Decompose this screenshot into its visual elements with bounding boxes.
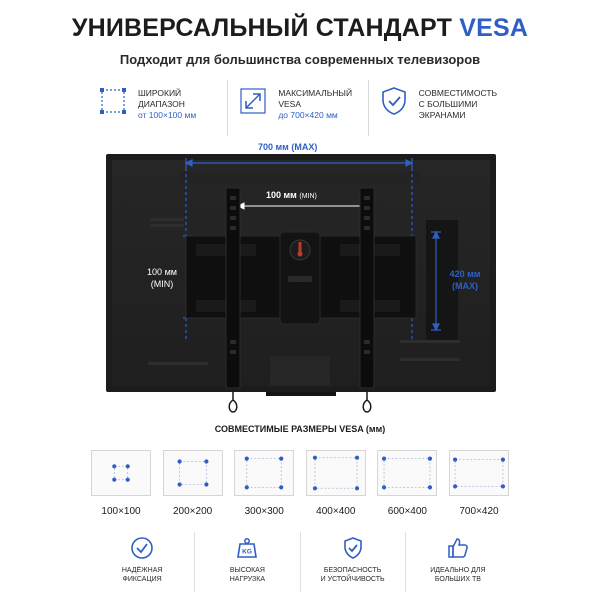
benefit-safety: БЕЗОПАСНОСТЬ И УСТОЙЧИВОСТЬ <box>299 532 405 592</box>
feature-line: МАКСИМАЛЬНЫЙ <box>278 88 353 98</box>
benefit-line: НАДЁЖНАЯ <box>121 567 163 574</box>
benefit-line: НАГРУЗКА <box>229 576 266 583</box>
dimension-height-max: 420 мм (MAX) <box>440 268 490 292</box>
width-min-note: (MIN) <box>299 193 317 200</box>
hole-pattern-icon <box>91 450 151 496</box>
feature-max-vesa: МАКСИМАЛЬНЫЙ VESA до 700×420 мм <box>227 80 367 136</box>
dotted-square-icon <box>100 88 126 114</box>
benefit-text: ВЫСОКАЯ НАГРУЗКА <box>230 566 265 584</box>
check-circle-icon <box>131 537 153 559</box>
thumbs-up-icon <box>448 538 468 558</box>
benefit-line: БОЛЬШИХ ТВ <box>434 576 481 583</box>
feature-line: ШИРОКИЙ <box>138 88 182 98</box>
expand-arrows-icon <box>240 88 266 114</box>
dimension-width-max: 700 мм (MAX) <box>258 142 318 152</box>
size-card: 600×400 <box>376 450 438 517</box>
benefit-text: БЕЗОПАСНОСТЬ И УСТОЙЧИВОСТЬ <box>321 566 385 584</box>
benefit-reliable-fix: НАДЁЖНАЯ ФИКСАЦИЯ <box>90 532 194 592</box>
benefit-large-tv: ИДЕАЛЬНО ДЛЯ БОЛЬШИХ ТВ <box>404 532 510 592</box>
feature-line: от 100×100 мм <box>138 110 197 120</box>
feature-text: СОВМЕСТИМОСТЬ С БОЛЬШИМИ ЭКРАНАМИ <box>419 80 497 121</box>
benefit-text: НАДЁЖНАЯ ФИКСАЦИЯ <box>122 566 163 584</box>
feature-text: ШИРОКИЙ ДИАПАЗОН от 100×100 мм <box>138 80 196 121</box>
hole-pattern-icon <box>162 450 223 496</box>
benefit-line: ФИКСАЦИЯ <box>122 576 162 583</box>
height-min-note: (MIN) <box>150 279 174 289</box>
features-row: ШИРОКИЙ ДИАПАЗОН от 100×100 мм МАКСИМАЛЬ… <box>88 80 508 136</box>
benefits-row: НАДЁЖНАЯ ФИКСАЦИЯ KG ВЫСОКАЯ НАГРУЗКА БЕ… <box>90 532 510 592</box>
height-max-value: 420 мм <box>449 269 481 279</box>
size-card: 300×300 <box>233 450 295 517</box>
weight-kg-icon: KG <box>237 538 258 558</box>
size-label: 400×400 <box>316 506 356 517</box>
hole-pattern-icon <box>305 450 366 496</box>
compatible-sizes-title: СОВМЕСТИМЫЕ РАЗМЕРЫ VESA (мм) <box>214 424 386 434</box>
size-card: 400×400 <box>305 450 367 517</box>
benefit-high-load: KG ВЫСОКАЯ НАГРУЗКА <box>194 532 299 592</box>
shield-check-icon <box>381 87 406 115</box>
hole-pattern-icon <box>234 450 295 496</box>
feature-line: до 700×420 мм <box>278 110 338 120</box>
size-card: 700×420 <box>448 450 510 517</box>
hole-pattern-icon <box>377 450 438 496</box>
feature-line: С БОЛЬШИМИ <box>418 99 478 109</box>
dimension-height-min: 100 мм (MIN) <box>142 266 182 290</box>
height-max-note: (MAX) <box>452 281 478 291</box>
page-subtitle: Подходит для большинства современных тел… <box>119 52 481 67</box>
size-label: 200×200 <box>172 506 213 517</box>
compatible-sizes-row: 100×100 200×200 300×300 400×400 600× <box>90 450 510 517</box>
size-card: 200×200 <box>162 450 224 517</box>
size-card: 100×100 <box>90 450 152 517</box>
feature-text: МАКСИМАЛЬНЫЙ VESA до 700×420 мм <box>278 80 352 121</box>
feature-compatibility: СОВМЕСТИМОСТЬ С БОЛЬШИМИ ЭКРАНАМИ <box>367 80 508 136</box>
title-main: УНИВЕРСАЛЬНЫЙ СТАНДАРТ <box>71 14 460 42</box>
width-min-value: 100 мм <box>266 190 297 200</box>
tv-stand <box>266 392 336 396</box>
dimension-width-min: 100 мм (MIN) <box>266 190 317 200</box>
size-label: 300×300 <box>244 506 284 517</box>
benefit-line: ВЫСОКАЯ <box>229 567 265 574</box>
tv-back-panel <box>106 154 496 392</box>
size-label: 600×400 <box>387 506 427 517</box>
feature-line: VESA <box>278 99 302 109</box>
benefit-line: ИДЕАЛЬНО ДЛЯ <box>430 567 486 574</box>
benefit-line: И УСТОЙЧИВОСТЬ <box>320 576 385 583</box>
feature-line: ДИАПАЗОН <box>138 99 185 109</box>
feature-line: СОВМЕСТИМОСТЬ <box>418 88 498 98</box>
feature-wide-range: ШИРОКИЙ ДИАПАЗОН от 100×100 мм <box>88 80 227 136</box>
svg-text:KG: KG <box>243 549 253 556</box>
size-label: 700×420 <box>459 506 499 517</box>
benefit-line: БЕЗОПАСНОСТЬ <box>323 567 382 574</box>
page-title: УНИВЕРСАЛЬНЫЙ СТАНДАРТ VESA <box>0 14 600 43</box>
height-min-value: 100 мм <box>147 267 177 277</box>
size-label: 100×100 <box>101 506 141 517</box>
title-accent: VESA <box>459 14 529 42</box>
feature-line: ЭКРАНАМИ <box>418 110 466 120</box>
benefit-text: ИДЕАЛЬНО ДЛЯ БОЛЬШИХ ТВ <box>430 566 485 584</box>
hole-pattern-icon <box>448 450 509 496</box>
shield-check-icon <box>343 537 362 559</box>
